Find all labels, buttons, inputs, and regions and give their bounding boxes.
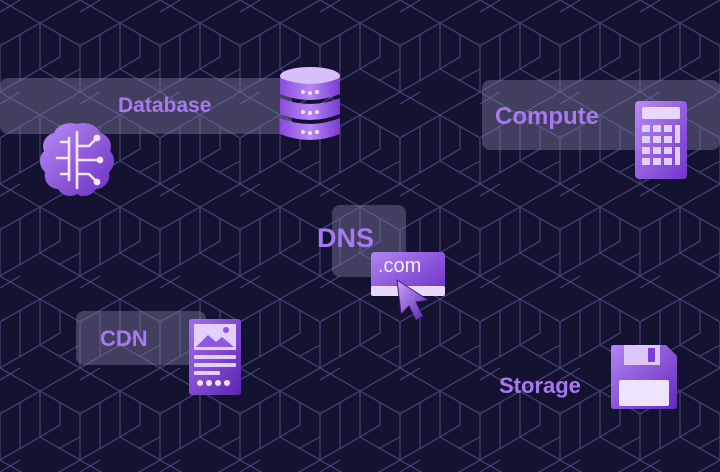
- dns-label: DNS: [317, 223, 375, 253]
- web-page-icon: [188, 318, 242, 396]
- cdn-pill: [76, 311, 206, 365]
- database-pill: [0, 78, 292, 134]
- database-label: Database: [118, 94, 212, 117]
- brain-circuit-icon: [36, 118, 118, 200]
- storage-label: Storage: [499, 373, 581, 398]
- domain-cursor-icon: .com: [370, 250, 446, 326]
- domain-text: .com: [378, 255, 422, 277]
- calculator-icon: [634, 100, 688, 180]
- floppy-disk-icon: [610, 344, 678, 410]
- cdn-label: CDN: [100, 326, 148, 351]
- database-icon: [278, 66, 342, 148]
- compute-label: Compute: [495, 103, 599, 130]
